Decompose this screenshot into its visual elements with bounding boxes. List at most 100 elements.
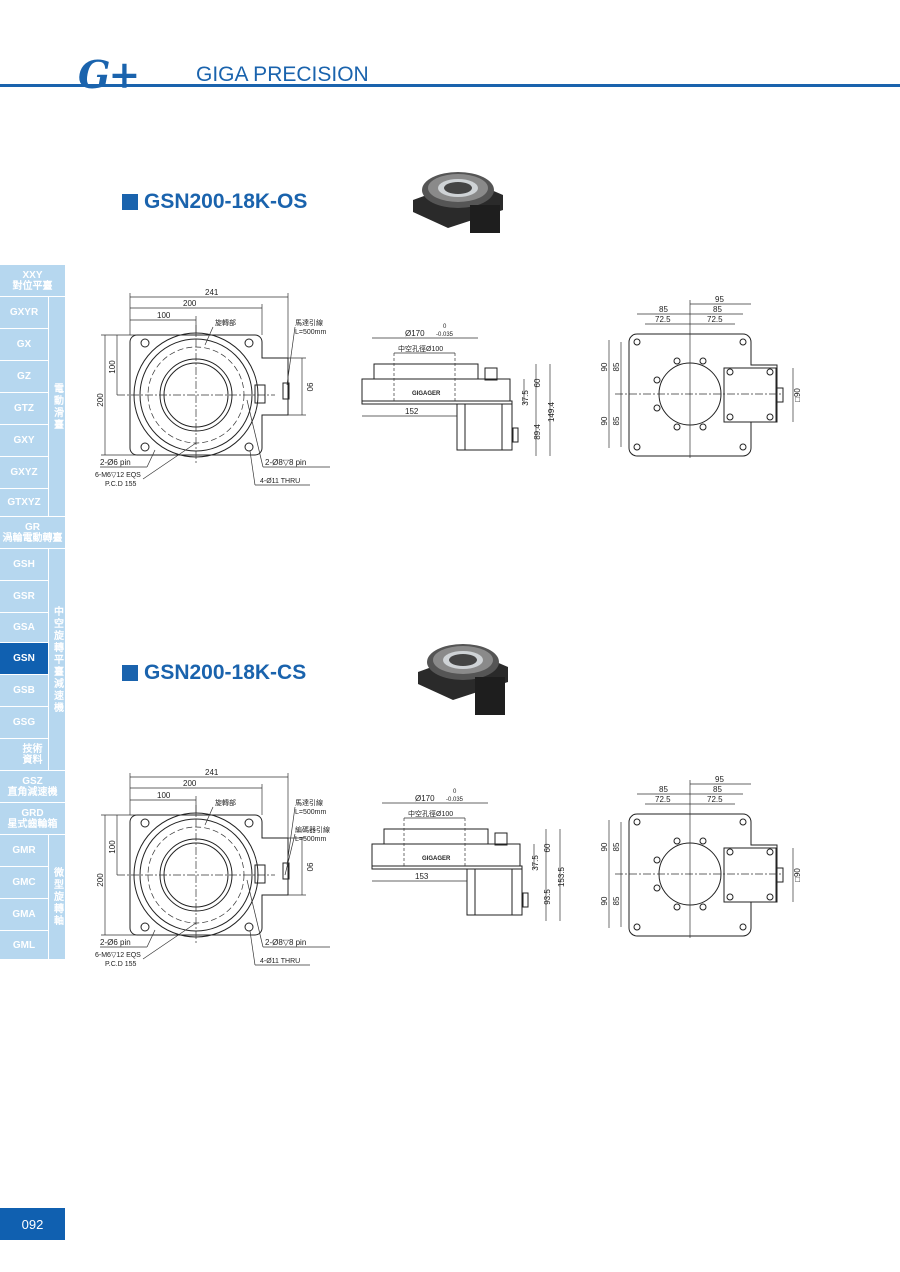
dim-label: 60	[533, 378, 542, 387]
sidebar-item-label: GXY	[13, 435, 35, 446]
dim-label: 100	[157, 311, 171, 320]
sidebar-item-gxyr[interactable]: GXYR	[0, 297, 48, 329]
dim-label: □90	[793, 868, 802, 882]
sidebar-group-label: 中空旋轉平臺減速機	[48, 549, 65, 771]
sidebar-item-gmr[interactable]: GMR	[0, 835, 48, 867]
sidebar-item-sub: 對位平臺	[12, 280, 53, 292]
dim-label: 馬達引線	[295, 318, 323, 327]
dim-label: 200	[183, 779, 197, 788]
dim-label: 152	[405, 407, 419, 416]
sidebar-item-gma[interactable]: GMA	[0, 899, 48, 931]
section-title-cs: GSN200-18K-CS	[122, 661, 306, 685]
dim-label: 6-M6▽12 EQS	[95, 472, 141, 479]
dim-label: 241	[205, 288, 219, 297]
product-photo-cs	[418, 644, 508, 715]
dim-label: 4-Ø11 THRU	[260, 478, 300, 485]
sidebar-item-label: GSB	[13, 685, 35, 696]
sidebar-item-gsa[interactable]: GSA	[0, 613, 48, 643]
sidebar-group-label: 電動滑臺	[48, 297, 65, 517]
dim-label: 90	[600, 416, 609, 425]
dim-label: L=500mm	[295, 329, 326, 336]
dim-label: 85	[659, 785, 668, 794]
sidebar-item-label: GTXYZ	[7, 497, 41, 508]
dim-label: □90	[793, 388, 802, 402]
sidebar-item-gmc[interactable]: GMC	[0, 867, 48, 899]
dim-label: 72.5	[707, 795, 723, 804]
dim-label: 6-M6▽12 EQS	[95, 952, 141, 959]
section-title-os: GSN200-18K-OS	[122, 190, 307, 214]
sidebar-item-gx[interactable]: GX	[0, 329, 48, 361]
sidebar-item-label: GR	[25, 521, 40, 533]
sidebar-item-gxyz[interactable]: GXYZ	[0, 457, 48, 489]
dim-label: 85	[713, 305, 722, 314]
dim-label: 153	[415, 872, 429, 881]
sidebar-item-label: GMC	[12, 877, 36, 888]
sidebar-item-gtxyz[interactable]: GTXYZ	[0, 489, 48, 517]
sidebar-item-label: GSH	[13, 559, 35, 570]
dim-label: 90	[600, 896, 609, 905]
dim-label: 4-Ø11 THRU	[260, 958, 300, 965]
sidebar-item-gsh[interactable]: GSH	[0, 549, 48, 581]
sidebar-item-gml[interactable]: GML	[0, 931, 48, 960]
section-title-text: GSN200-18K-CS	[144, 661, 307, 684]
dim-label: 153.5	[557, 866, 566, 887]
dim-label: 馬達引線	[295, 798, 323, 807]
sidebar-item-label: GMA	[12, 909, 36, 920]
sidebar-item-label: GSR	[13, 591, 35, 602]
dim-label: 85	[612, 362, 621, 371]
sidebar-item-label: GXYR	[9, 307, 39, 318]
title-square-icon	[122, 665, 138, 681]
sidebar-item-gsr[interactable]: GSR	[0, 581, 48, 613]
sidebar-item-sub: 直角減速機	[7, 786, 58, 798]
dim-label: 89.4	[533, 424, 542, 440]
dim-label: 85	[659, 305, 668, 314]
section-title-text: GSN200-18K-OS	[144, 190, 308, 213]
dim-label: 72.5	[707, 315, 723, 324]
dim-label: 2-Ø6 pin	[100, 938, 131, 947]
sidebar-item-label: GXYZ	[10, 467, 38, 478]
dim-label: 0	[443, 324, 447, 330]
dim-label: 241	[205, 768, 219, 777]
product-photo-os	[413, 172, 503, 233]
page-number: 092	[0, 1208, 65, 1240]
sidebar-item-gz[interactable]: GZ	[0, 361, 48, 393]
dim-label: 72.5	[655, 315, 671, 324]
dim-label: 37.5	[531, 855, 540, 871]
dim-label: 2-Ø8▽8 pin	[265, 938, 306, 947]
sidebar-item-gxy[interactable]: GXY	[0, 425, 48, 457]
sidebar-item-gsg[interactable]: GSG	[0, 707, 48, 739]
dim-label: P.C.D 155	[105, 961, 136, 968]
dim-label: 90	[600, 842, 609, 851]
dim-label: 100	[157, 791, 171, 800]
sidebar-item-label: GMR	[12, 845, 36, 856]
dim-label: 37.5	[521, 390, 530, 406]
dim-label: 200	[183, 299, 197, 308]
dim-label: 200	[96, 873, 105, 887]
brand-logo: G+	[78, 52, 140, 97]
sidebar-item-gsb[interactable]: GSB	[0, 675, 48, 707]
sidebar-item-gtz[interactable]: GTZ	[0, 393, 48, 425]
sidebar-item-label: GSA	[13, 622, 35, 633]
sidebar-item-label: XXY	[22, 269, 43, 281]
dim-label: L=500mm	[295, 836, 326, 843]
sidebar-item-label: GML	[12, 939, 36, 951]
sidebar-group-label: 微型旋轉軸	[48, 835, 65, 960]
dim-label: 60	[543, 843, 552, 852]
sidebar-item-gsn[interactable]: GSN	[0, 643, 48, 675]
sidebar-item-label: GSN	[13, 653, 35, 664]
dim-label: P.C.D 155	[105, 481, 136, 488]
dim-label: 2-Ø8▽8 pin	[265, 458, 306, 467]
dim-label: 72.5	[655, 795, 671, 804]
dim-label: -0.035	[446, 797, 464, 803]
dim-label: L=500mm	[295, 809, 326, 816]
dim-label: 85	[713, 785, 722, 794]
dim-label: 90	[305, 383, 314, 392]
dim-label: 2-Ø6 pin	[100, 458, 131, 467]
